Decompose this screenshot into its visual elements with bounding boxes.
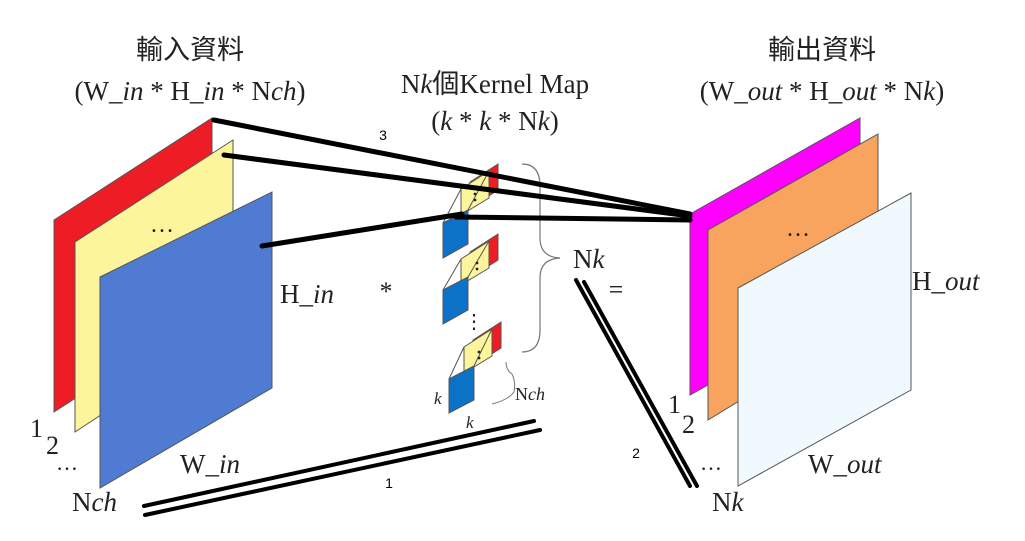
input-depth-label: Nch bbox=[72, 487, 117, 517]
kernel-dims: (k * k * Nk) bbox=[431, 106, 558, 136]
kernel-side-k: k bbox=[434, 389, 442, 408]
double-line-1 bbox=[142, 419, 542, 517]
connector-lines bbox=[211, 117, 693, 249]
kernel-group-3 bbox=[448, 321, 502, 414]
input-layer-2-label: 2 bbox=[46, 431, 59, 460]
input-height-label: H_in bbox=[280, 279, 334, 309]
output-ellipsis: … bbox=[786, 216, 810, 242]
input-layer-dots: … bbox=[56, 450, 78, 475]
kernel-dots bbox=[473, 192, 481, 360]
kernel-depth-brace bbox=[491, 361, 516, 405]
input-stack bbox=[53, 117, 273, 489]
annotation-1: 1 bbox=[385, 475, 393, 491]
kernel-nch-label: Nch bbox=[515, 384, 545, 404]
output-depth-label: Nk bbox=[712, 487, 745, 517]
input-layer-1-label: 1 bbox=[30, 414, 43, 443]
output-title: 輸出資料 bbox=[768, 35, 876, 65]
output-layer-1-label: 1 bbox=[668, 390, 681, 419]
equals-operator: = bbox=[609, 275, 624, 304]
output-height-label: H_out bbox=[912, 266, 981, 296]
kernel-count-brace bbox=[521, 163, 561, 353]
kernel-group-2 bbox=[442, 233, 499, 325]
input-dims: (W_in * H_in * Nch) bbox=[75, 76, 306, 106]
input-ellipsis: … bbox=[150, 212, 174, 238]
kernel-2-yellow bbox=[460, 240, 490, 286]
input-title: 輸入資料 bbox=[136, 35, 244, 65]
kernel-3-blue bbox=[448, 365, 475, 414]
kernel-vertical-dots: ⋮ bbox=[464, 311, 484, 333]
output-width-label: W_out bbox=[808, 449, 883, 479]
kernel-count-label: Nk bbox=[573, 244, 606, 274]
output-layer-dots: … bbox=[700, 450, 722, 475]
connector-blue-out bbox=[453, 214, 693, 223]
connector-blue bbox=[259, 211, 465, 249]
kernel-2-blue bbox=[442, 276, 469, 325]
input-width-label: W_in bbox=[180, 449, 240, 479]
connector-red bbox=[211, 117, 693, 217]
input-layer-blue bbox=[99, 191, 273, 489]
output-layer-2-label: 2 bbox=[682, 410, 695, 439]
connector-yellow bbox=[221, 152, 693, 219]
output-dims: (W_out * H_out * Nk) bbox=[700, 76, 945, 106]
convolution-operator: * bbox=[380, 277, 393, 306]
output-stack bbox=[689, 117, 912, 487]
kernel-title: Nk個Kernel Map bbox=[401, 69, 589, 99]
kernel-bottom-k: k bbox=[466, 413, 474, 432]
annotation-2: 2 bbox=[632, 445, 640, 461]
annotation-3: 3 bbox=[379, 127, 387, 143]
kernel-3-yellow bbox=[463, 328, 493, 374]
double-line-2 bbox=[574, 278, 699, 488]
output-layer-pale bbox=[737, 192, 912, 487]
